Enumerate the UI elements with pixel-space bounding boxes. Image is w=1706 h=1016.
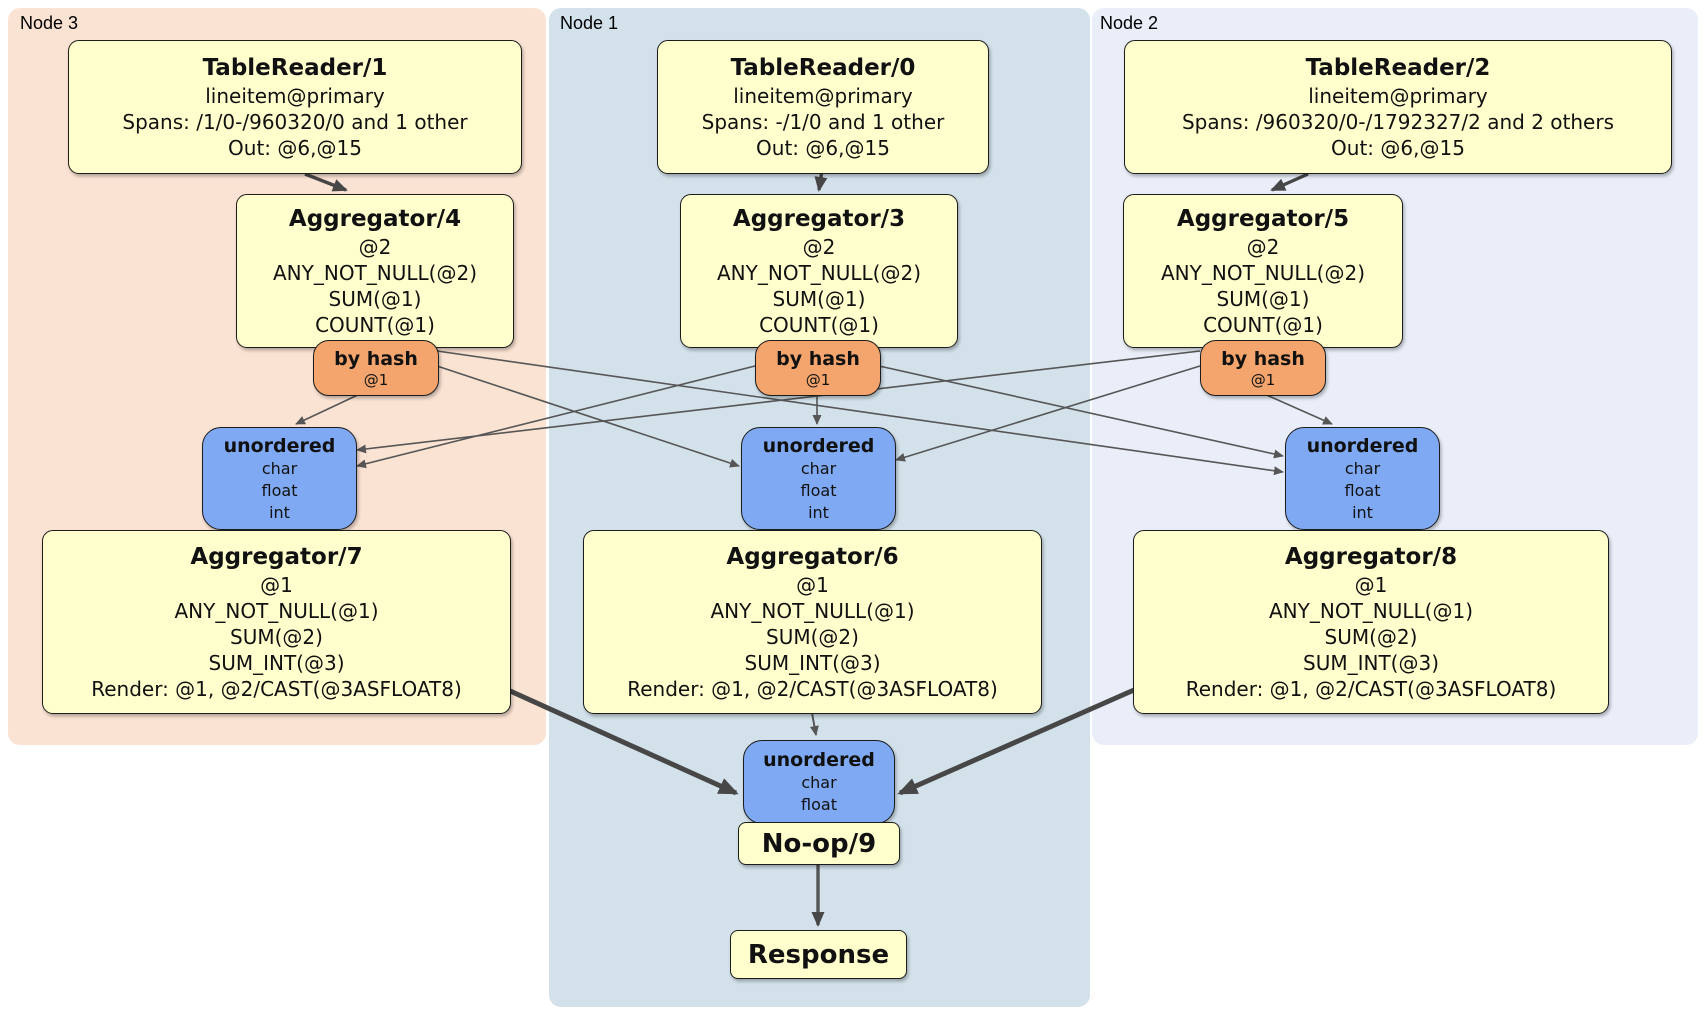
processor-index: lineitem@primary [1308,83,1488,108]
sync-title: unordered [223,434,336,457]
agg-fn: ANY_NOT_NULL(@2) [717,260,921,285]
agg-fn: SUM_INT(@3) [208,650,345,675]
agg-group-cols: @1 [796,572,829,597]
processor-title: Aggregator/8 [1284,543,1458,570]
sync-type: char [1344,458,1381,478]
sync-type: int [1352,502,1373,522]
sync-type: char [261,458,298,478]
router-by-hash-3: by hash @1 [755,340,881,396]
agg-fn: SUM(@2) [766,624,859,649]
processor-index: lineitem@primary [205,83,385,108]
agg-group-cols: @2 [358,234,392,259]
sync-type: int [269,502,290,522]
sync-title: unordered [763,749,875,771]
processor-tablereader-1: TableReader/1 lineitem@primary Spans: /1… [68,40,522,174]
processor-title: No-op/9 [761,828,877,859]
agg-group-cols: @1 [1354,572,1388,597]
agg-fn: ANY_NOT_NULL(@2) [273,260,477,285]
agg-render: Render: @1, @2/CAST(@3ASFLOAT8) [627,676,998,701]
processor-spans: Spans: /1/0-/960320/0 and 1 other [122,109,468,134]
processor-noop-9: No-op/9 [738,822,900,865]
sync-unordered-node2: unordered char float int [1285,427,1440,530]
agg-render: Render: @1, @2/CAST(@3ASFLOAT8) [91,676,462,701]
sync-type: float [801,795,837,814]
processor-title: TableReader/0 [730,54,916,81]
sync-type: char [800,458,837,478]
sync-title: unordered [762,434,875,457]
agg-fn: ANY_NOT_NULL(@1) [1269,598,1473,623]
sync-type: int [808,502,829,522]
agg-fn: SUM(@1) [772,286,866,311]
sync-type: float [261,480,298,500]
agg-render: Render: @1, @2/CAST(@3ASFLOAT8) [1185,676,1557,701]
agg-fn: SUM_INT(@3) [1303,650,1439,675]
agg-fn: COUNT(@1) [1203,312,1323,337]
processor-tablereader-0: TableReader/0 lineitem@primary Spans: -/… [657,40,989,174]
processor-title: TableReader/1 [202,54,388,81]
processor-aggregator-4: Aggregator/4 @2 ANY_NOT_NULL(@2) SUM(@1)… [236,194,514,348]
router-title: by hash [776,347,860,370]
sync-unordered-final: unordered char float [743,740,895,824]
response-title: Response [747,939,890,970]
agg-group-cols: @2 [1246,234,1280,259]
processor-out: Out: @6,@15 [228,135,362,160]
processor-aggregator-6: Aggregator/6 @1 ANY_NOT_NULL(@1) SUM(@2)… [583,530,1042,714]
region-label-node2: Node 2 [1100,13,1159,33]
agg-fn: COUNT(@1) [759,312,879,337]
router-cols: @1 [363,370,389,389]
sync-unordered-node1: unordered char float int [741,427,896,530]
router-title: by hash [1221,347,1305,370]
agg-fn: ANY_NOT_NULL(@1) [174,598,379,623]
router-title: by hash [334,347,418,370]
processor-aggregator-7: Aggregator/7 @1 ANY_NOT_NULL(@1) SUM(@2)… [42,530,511,714]
processor-spans: Spans: /960320/0-/1792327/2 and 2 others [1181,109,1614,134]
agg-group-cols: @1 [260,572,293,597]
sync-title: unordered [1306,434,1419,457]
processor-title: Aggregator/4 [288,205,462,232]
router-cols: @1 [1250,370,1276,389]
router-by-hash-5: by hash @1 [1200,340,1326,396]
processor-title: Aggregator/7 [190,543,363,570]
agg-fn: COUNT(@1) [315,312,435,337]
agg-fn: SUM(@2) [1324,624,1418,649]
router-cols: @1 [805,370,831,389]
sync-type: float [800,480,837,500]
response-box: Response [730,930,907,979]
agg-fn: SUM(@1) [328,286,422,311]
agg-fn: SUM(@1) [1216,286,1310,311]
processor-aggregator-3: Aggregator/3 @2 ANY_NOT_NULL(@2) SUM(@1)… [680,194,958,348]
processor-aggregator-8: Aggregator/8 @1 ANY_NOT_NULL(@1) SUM(@2)… [1133,530,1609,714]
agg-fn: SUM(@2) [230,624,323,649]
processor-title: Aggregator/3 [732,205,906,232]
region-label-node3: Node 3 [20,13,79,33]
router-by-hash-4: by hash @1 [313,340,439,396]
processor-aggregator-5: Aggregator/5 @2 ANY_NOT_NULL(@2) SUM(@1)… [1123,194,1403,348]
sync-type: float [1344,480,1381,500]
processor-title: Aggregator/6 [726,543,899,570]
region-label-node1: Node 1 [560,13,619,33]
agg-fn: ANY_NOT_NULL(@2) [1161,260,1365,285]
processor-title: Aggregator/5 [1176,205,1350,232]
sync-unordered-node3: unordered char float int [202,427,357,530]
processor-spans: Spans: -/1/0 and 1 other [701,109,945,134]
processor-out: Out: @6,@15 [756,135,890,160]
processor-out: Out: @6,@15 [1331,135,1465,160]
processor-title: TableReader/2 [1305,54,1491,81]
sync-type: char [801,773,837,792]
agg-group-cols: @2 [802,234,836,259]
processor-index: lineitem@primary [733,83,913,108]
agg-fn: SUM_INT(@3) [744,650,881,675]
processor-tablereader-2: TableReader/2 lineitem@primary Spans: /9… [1124,40,1672,174]
agg-fn: ANY_NOT_NULL(@1) [710,598,915,623]
